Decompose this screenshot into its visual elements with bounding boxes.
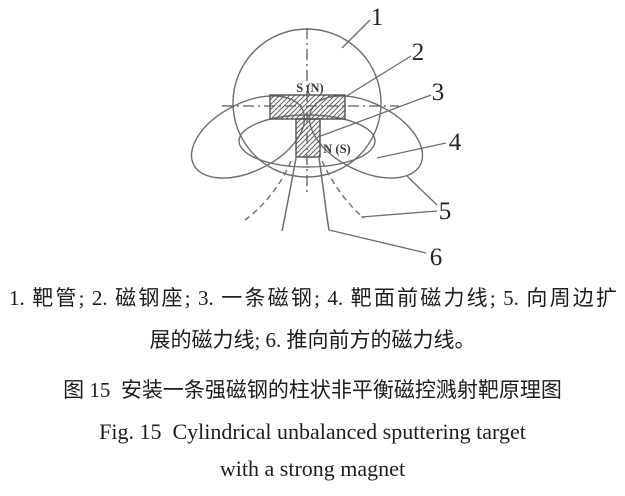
leader-line-3 — [317, 94, 432, 138]
callout-6: 6 — [430, 244, 443, 271]
callout-2: 2 — [412, 39, 425, 66]
figure-caption-english-line2: with a strong magnet — [219, 456, 406, 481]
magnetron-field-schematic: 1 2 3 4 5 6 S (N) N (S) — [190, 4, 462, 271]
figure-legend-line1: 1. 靶管; 2. 磁钢座; 3. 一条磁钢; 4. 靶面前磁力线; 5. 向周… — [9, 286, 617, 310]
callout-1: 1 — [371, 4, 384, 31]
leader-line-1 — [341, 19, 371, 49]
spreading-field-line-left-dashed — [244, 160, 292, 221]
figure-caption-english-line1: Fig. 15 Cylindrical unbalanced sputterin… — [99, 419, 526, 444]
figure-legend-line2: 展的磁力线; 6. 推向前方的磁力线。 — [149, 328, 476, 352]
callout-5: 5 — [439, 198, 452, 225]
pole-label-bottom: N (S) — [323, 142, 350, 156]
sputtering-target-diagram: 1 2 3 4 5 6 S (N) N (S) — [190, 4, 462, 271]
forward-field-line-right — [318, 157, 330, 231]
leader-line-6 — [328, 229, 427, 254]
figure-caption-chinese: 图 15 安装一条强磁钢的柱状非平衡磁控溅射靶原理图 — [63, 378, 562, 402]
magnet-block — [295, 118, 321, 158]
leader-line-4 — [376, 142, 447, 159]
spreading-field-line-right-dashed — [321, 160, 365, 219]
leader-line-5-upper — [406, 175, 438, 206]
forward-field-line-left — [281, 157, 297, 232]
pole-label-top: S (N) — [296, 81, 323, 95]
leader-line-2 — [344, 55, 412, 98]
callout-3: 3 — [432, 79, 445, 106]
callout-4: 4 — [449, 129, 462, 156]
leader-line-5-lower — [360, 210, 438, 218]
